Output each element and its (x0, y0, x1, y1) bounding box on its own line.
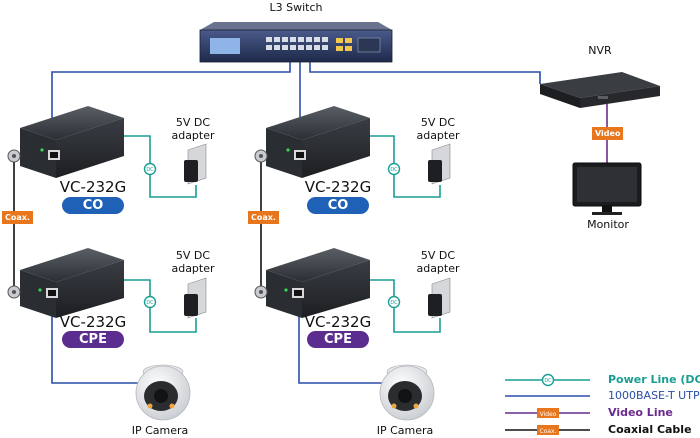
adapter-label-1b: adapter (171, 129, 215, 142)
dc-marker-2: DC (387, 162, 401, 176)
adapter-label-3b: adapter (171, 262, 215, 275)
adapter-label-2a: 5V DC (420, 116, 456, 129)
svg-text:DC: DC (390, 300, 398, 306)
legend-utp-label: 1000BASE-T UTP (608, 389, 700, 402)
adapter-label-4a: 5V DC (420, 249, 456, 262)
legend-video-label: Video Line (608, 406, 673, 419)
cpe-badge-left: CPE (62, 331, 124, 348)
utp-lines (51, 62, 541, 384)
power-cpe-right (366, 279, 441, 333)
adapter-icon-4 (428, 277, 451, 319)
utp-cpe-right-to-camera (298, 300, 392, 384)
co-badge-left: CO (62, 197, 124, 214)
co-badge-right: CO (307, 197, 369, 214)
cpe-badge-right: CPE (307, 331, 369, 348)
svg-text:DC: DC (146, 167, 154, 173)
dc-marker-3: DC (143, 295, 157, 309)
monitor-icon (572, 162, 642, 215)
model-label-cpe-right: VC-232G (304, 313, 372, 331)
adapter-icon-3 (184, 277, 207, 319)
svg-text:DC: DC (544, 378, 552, 384)
converter-cpe-right-icon (254, 248, 370, 318)
converter-co-left-icon (7, 106, 124, 178)
adapter-icon-2 (428, 143, 451, 185)
camera-label-left: IP Camera (131, 424, 189, 437)
svg-text:DC: DC (146, 300, 154, 306)
converter-co-right-icon (254, 106, 370, 178)
adapter-icon-1 (184, 143, 207, 185)
dc-marker-4: DC (387, 295, 401, 309)
model-label-co-left: VC-232G (59, 178, 127, 196)
power-cpe-left (120, 279, 197, 333)
legend-lines: DC Video Coax. (505, 373, 590, 435)
svg-text:Video: Video (540, 411, 557, 418)
dc-marker-1: DC (143, 162, 157, 176)
svg-text:DC: DC (390, 167, 398, 173)
power-co-right (366, 135, 441, 198)
utp-switch-to-nvr (309, 62, 541, 84)
power-lines (120, 135, 441, 333)
coax-lines (13, 160, 262, 288)
utp-switch-to-co-left (51, 62, 291, 138)
ip-camera-icon-right (379, 364, 435, 421)
adapter-label-2b: adapter (416, 129, 460, 142)
model-label-cpe-left: VC-232G (59, 313, 127, 331)
ip-camera-icon-left (135, 364, 191, 421)
adapter-label-4b: adapter (416, 262, 460, 275)
coax-tag-left: Coax. (2, 211, 33, 224)
legend-coax-label: Coaxial Cable (608, 423, 692, 436)
power-co-left (120, 135, 197, 198)
model-label-co-right: VC-232G (304, 178, 372, 196)
monitor-label: Monitor (587, 218, 629, 231)
svg-text:Coax.: Coax. (540, 428, 557, 435)
utp-cpe-left-to-camera (51, 300, 150, 384)
converter-cpe-left-icon (7, 248, 124, 318)
adapter-label-1a: 5V DC (175, 116, 211, 129)
adapter-label-3a: 5V DC (175, 249, 211, 262)
video-tag: Video (592, 127, 624, 140)
camera-label-right: IP Camera (376, 424, 434, 437)
switch-label: L3 Switch (269, 1, 323, 14)
legend-power-label: Power Line (DC) (608, 373, 700, 386)
l3-switch-icon (199, 22, 393, 63)
nvr-label: NVR (588, 44, 612, 57)
nvr-icon (540, 72, 660, 108)
coax-tag-right: Coax. (248, 211, 279, 224)
dc-markers: DC DC DC DC (143, 162, 401, 309)
